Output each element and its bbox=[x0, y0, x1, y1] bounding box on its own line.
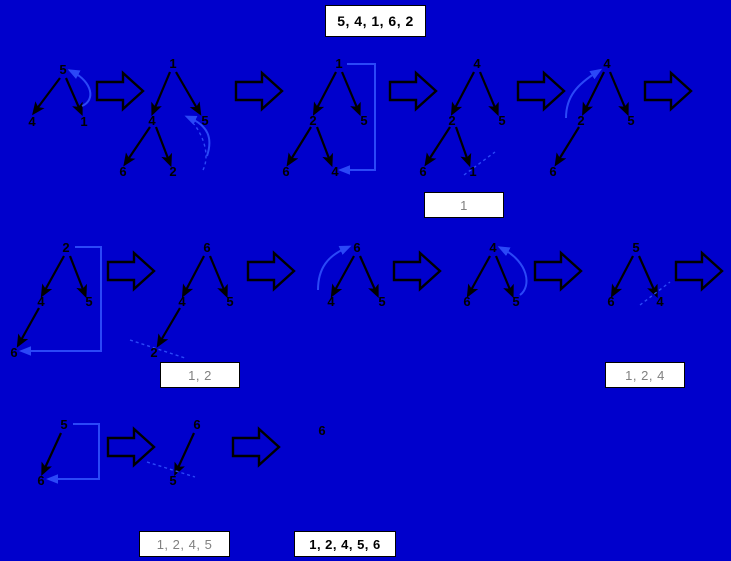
step-arrow bbox=[392, 250, 442, 292]
tree-3-2-edges bbox=[174, 432, 195, 476]
tree-2-5-edges bbox=[610, 255, 658, 299]
step-arrow bbox=[674, 250, 724, 292]
tree-node: 6 bbox=[10, 345, 18, 360]
output-box-row1: 1 bbox=[424, 192, 504, 218]
step-arrow bbox=[234, 70, 284, 112]
output-box-row3-a: 1, 2, 4, 5 bbox=[139, 531, 230, 557]
tree-node: 6 bbox=[203, 240, 211, 255]
tree-node: 1 bbox=[80, 114, 88, 129]
tree-node: 4 bbox=[656, 294, 664, 309]
tree-node: 6 bbox=[353, 240, 361, 255]
tree-node: 5 bbox=[378, 294, 386, 309]
tree-node: 5 bbox=[360, 113, 368, 128]
tree-node: 5 bbox=[169, 473, 177, 488]
tree-node: 5 bbox=[226, 294, 234, 309]
step-arrow bbox=[95, 70, 145, 112]
tree-node: 2 bbox=[62, 240, 70, 255]
step-arrow bbox=[643, 70, 693, 112]
tree-node: 4 bbox=[148, 113, 156, 128]
tree-node: 6 bbox=[119, 164, 127, 179]
tree-node: 2 bbox=[150, 345, 158, 360]
step-arrow bbox=[106, 250, 156, 292]
tree-node: 6 bbox=[318, 423, 326, 438]
tree-node: 4 bbox=[603, 56, 611, 71]
step-arrow bbox=[246, 250, 296, 292]
tree-node: 2 bbox=[577, 113, 585, 128]
output-box-row2-a: 1, 2 bbox=[160, 362, 240, 388]
output-box-row2-b: 1, 2, 4 bbox=[605, 362, 685, 388]
tree-node: 4 bbox=[28, 114, 36, 129]
tree-2-2-edges bbox=[156, 255, 228, 348]
step-arrow bbox=[388, 70, 438, 112]
tree-node: 2 bbox=[169, 164, 177, 179]
step-arrow bbox=[231, 426, 281, 468]
tree-node: 6 bbox=[607, 294, 615, 309]
tree-node: 1 bbox=[469, 164, 477, 179]
tree-node: 5 bbox=[498, 113, 506, 128]
tree-node: 4 bbox=[327, 294, 335, 309]
tree-node: 6 bbox=[282, 164, 290, 179]
tree-node: 1 bbox=[335, 56, 343, 71]
output-box-final: 1, 2, 4, 5, 6 bbox=[294, 531, 396, 557]
tree-node: 5 bbox=[512, 294, 520, 309]
step-arrow bbox=[106, 426, 156, 468]
tree-node: 6 bbox=[463, 294, 471, 309]
tree-node: 2 bbox=[309, 113, 317, 128]
tree-1-4-edges bbox=[424, 71, 499, 168]
tree-node: 4 bbox=[473, 56, 481, 71]
tree-node: 4 bbox=[37, 294, 45, 309]
tree-node: 6 bbox=[419, 164, 427, 179]
tree-node: 6 bbox=[549, 164, 557, 179]
step-arrow bbox=[533, 250, 583, 292]
tree-node: 4 bbox=[331, 164, 339, 179]
tree-node: 5 bbox=[201, 113, 209, 128]
tree-2-4-edges bbox=[466, 255, 514, 299]
tree-2-3-edges bbox=[330, 255, 379, 299]
tree-node: 5 bbox=[59, 62, 67, 77]
tree-1-1-edges bbox=[32, 77, 83, 117]
tree-1-5-edges bbox=[554, 71, 629, 167]
tree-node: 5 bbox=[85, 294, 93, 309]
input-sequence-box: 5, 4, 1, 6, 2 bbox=[325, 5, 426, 37]
tree-1-2-edges bbox=[123, 71, 202, 168]
tree-node: 5 bbox=[60, 417, 68, 432]
tree-node: 4 bbox=[178, 294, 186, 309]
step-arrow bbox=[516, 70, 566, 112]
tree-1-3-edges bbox=[286, 71, 361, 168]
tree-node: 1 bbox=[169, 56, 177, 71]
tree-3-1-edges bbox=[41, 432, 62, 476]
tree-node: 6 bbox=[37, 473, 45, 488]
tree-node: 5 bbox=[632, 240, 640, 255]
tree-2-1-edges bbox=[16, 255, 87, 348]
tree-node: 4 bbox=[489, 240, 497, 255]
tree-node: 2 bbox=[448, 113, 456, 128]
tree-node: 5 bbox=[627, 113, 635, 128]
tree-node: 6 bbox=[193, 417, 201, 432]
